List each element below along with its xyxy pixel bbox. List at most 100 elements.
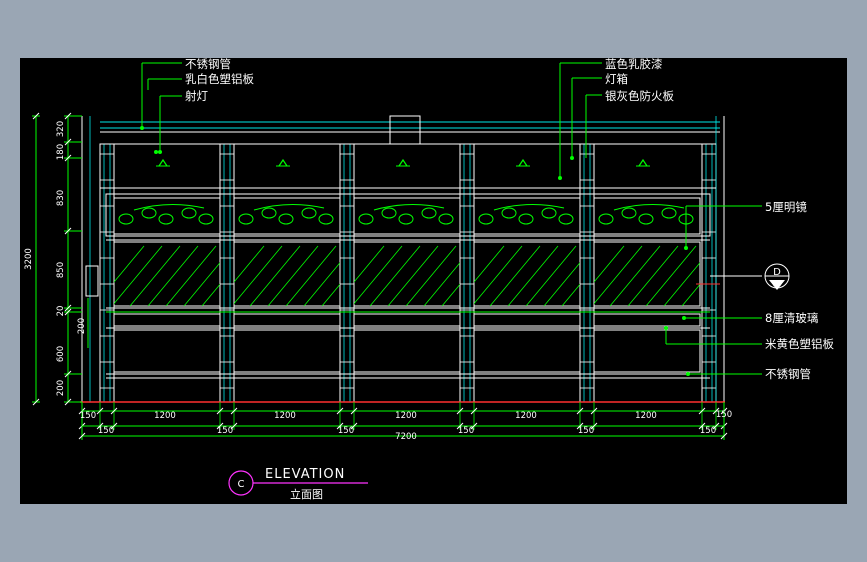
mirror-hatch: [129, 245, 181, 306]
callout-mirror: 5厘明镜: [765, 200, 807, 214]
leaf-deco: [421, 207, 437, 219]
mirror-hatch: [354, 245, 403, 305]
mirror-hatch: [489, 245, 541, 306]
mirror-hatch: [234, 245, 283, 305]
callout-dot: [140, 126, 144, 130]
dim-left-slash: [64, 154, 72, 162]
mirror-hatch: [627, 245, 679, 306]
mirror-bay-1: [113, 241, 221, 307]
dim-bottom-slash: [576, 407, 584, 415]
mirror-hatch: [183, 262, 220, 306]
leaf-deco: [478, 213, 494, 225]
spotlight-icon: [638, 158, 648, 167]
dim-bottom-slash: [590, 407, 598, 415]
mirror-hatch: [543, 262, 580, 306]
dim-bay-4: 1200: [515, 411, 537, 421]
callout-dot: [154, 150, 158, 154]
post-3: [339, 143, 355, 403]
mirror-hatch: [321, 283, 340, 306]
dim-total-slash: [720, 432, 728, 440]
dim-bottom-slash: [230, 422, 238, 430]
lightbox-bay-5: [593, 197, 701, 235]
lightbox-bay-2: [233, 197, 341, 235]
dim-bottom-slash: [336, 407, 344, 415]
mirror-hatch: [459, 305, 460, 306]
dim-post-5: 150: [578, 426, 594, 436]
dim-bottom-slash: [230, 407, 238, 415]
mirror-hatch: [234, 245, 265, 283]
mirror-hatch: [663, 262, 700, 306]
mirror-hatch: [474, 245, 505, 283]
lightbox-bay-1: [113, 197, 221, 235]
leaf-deco: [238, 213, 254, 225]
callout-dot: [682, 316, 686, 320]
leaf-deco: [358, 213, 374, 225]
beige-bay-2: [233, 329, 341, 373]
mirror-hatch: [114, 245, 163, 305]
mirror-bay-5: [593, 241, 701, 307]
dim-bottom-slash: [470, 422, 478, 430]
dim-bottom-slash: [576, 422, 584, 430]
post-4: [459, 143, 475, 403]
callout-spotlight: 射灯: [185, 89, 208, 103]
dim-bottom-slash: [96, 407, 104, 415]
callout-dot: [664, 326, 668, 330]
dim-bottom-slash: [712, 422, 720, 430]
callout-milky-white-panel: 乳白色塑铝板: [185, 72, 254, 86]
dim-left-slash: [64, 138, 72, 146]
mirror-hatch: [339, 305, 340, 306]
dim-bottom-left-end: 150: [80, 411, 96, 421]
callout-dot: [158, 150, 162, 154]
dim-bay-2: 1200: [274, 411, 296, 421]
mirror-bay-3: [353, 241, 461, 307]
leaf-deco: [381, 207, 397, 219]
glass-bay-3: [353, 313, 461, 327]
dim-left-slash: [64, 227, 72, 235]
mirror-hatch: [579, 305, 580, 306]
glass-bay-4: [473, 313, 581, 327]
vine-deco: [373, 203, 445, 211]
mirror-hatch: [525, 245, 577, 306]
title-elevation: ELEVATION: [265, 467, 345, 482]
light-box-panel: [389, 115, 421, 145]
dim-bottom-total: 7200: [395, 432, 417, 442]
dim-bottom-slash: [698, 422, 706, 430]
dim-bottom-slash: [712, 407, 720, 415]
section-marker-letter: D: [773, 267, 781, 278]
callout-clear-glass: 8厘清玻璃: [765, 311, 818, 325]
dim-left-200: 200: [56, 380, 66, 396]
dim-left-180: 180: [56, 144, 66, 160]
mirror-hatch: [165, 245, 217, 306]
leaf-deco: [398, 213, 414, 225]
dim-bay-1: 1200: [154, 411, 176, 421]
left-side-plate: [85, 265, 99, 297]
mirror-hatch: [441, 283, 460, 306]
mirror-hatch: [594, 245, 643, 305]
leaf-deco: [621, 207, 637, 219]
leaf-deco: [558, 213, 574, 225]
mirror-hatch: [423, 262, 460, 306]
beige-bay-5: [593, 329, 701, 373]
dim-bottom-slash: [110, 407, 118, 415]
title-subtitle: 立面图: [290, 487, 323, 501]
leaf-deco: [198, 213, 214, 225]
mirror-hatch: [285, 245, 337, 306]
dim-post-1: 150: [98, 426, 114, 436]
spotlight-icon: [158, 158, 168, 167]
leaf-deco: [438, 213, 454, 225]
mirror-hatch: [354, 245, 385, 283]
dim-bottom-slash: [456, 422, 464, 430]
mirror-hatch: [405, 245, 457, 306]
leaf-deco: [158, 213, 174, 225]
dim-bay-3: 1200: [395, 411, 417, 421]
leaf-deco: [118, 213, 134, 225]
leaf-deco: [518, 213, 534, 225]
dim-bottom-slash: [350, 407, 358, 415]
dim-left-inner-200: 200: [77, 318, 87, 334]
dim-bottom-slash: [216, 407, 224, 415]
dim-post-2: 150: [217, 426, 233, 436]
leaf-deco: [541, 207, 557, 219]
callout-silver-grey-board: 银灰色防火板: [605, 89, 674, 103]
dim-total-slash: [32, 112, 40, 120]
vine-deco: [493, 203, 565, 211]
